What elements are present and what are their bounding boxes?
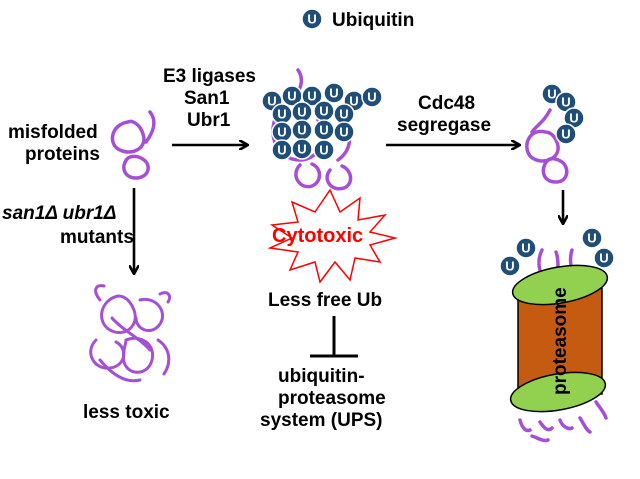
ubiquitin-symbol: U xyxy=(297,105,306,120)
protein-aggregate-icon xyxy=(89,284,172,383)
ubiquitin-symbol: U xyxy=(547,87,556,102)
ubiquitin-symbol: U xyxy=(349,94,358,109)
ubiquitin-icon: U xyxy=(499,255,521,277)
e3-label-2: San1 xyxy=(184,88,230,109)
ubiquitin-icon: U xyxy=(271,121,293,143)
ubiquitin-symbol: U xyxy=(277,125,286,140)
legend-label: Ubiquitin xyxy=(332,10,414,31)
e3-label-1: E3 ligases xyxy=(163,66,256,87)
ubiquitin-symbol: U xyxy=(599,251,608,266)
ubiquitin-symbol: U xyxy=(287,89,296,104)
ubiquitin-symbol: U xyxy=(319,143,328,158)
ubiquitin-icon: U xyxy=(281,85,303,107)
ubiquitin-symbol: U xyxy=(307,89,316,104)
ubiquitin-symbol: U xyxy=(277,107,286,122)
ubiquitin-icon: U xyxy=(361,86,383,108)
ubiquitin-icon: U xyxy=(555,123,577,145)
ubiquitin-symbol: U xyxy=(297,142,306,157)
ubiquitin-symbol: U xyxy=(339,107,348,122)
starburst-icon xyxy=(267,188,398,284)
proteasome-label: proteasome xyxy=(550,287,571,395)
ubiquitin-icon: U xyxy=(313,139,335,161)
ubiquitin-icon: U xyxy=(271,103,293,125)
ubiquitin-symbol: U xyxy=(329,86,338,101)
misfolded-label-2: proteins xyxy=(25,144,100,165)
ubiquitin-symbol: U xyxy=(307,12,316,27)
ubiquitin-symbol: U xyxy=(319,104,328,119)
ubiquitin-icon: U xyxy=(301,8,323,30)
ubiquitin-symbol: U xyxy=(367,90,376,105)
less-toxic-label: less toxic xyxy=(83,402,170,423)
ubiquitin-icon: U xyxy=(323,82,345,104)
legend: U Ubiquitin xyxy=(301,8,414,31)
misfolded-protein-icon xyxy=(110,110,156,180)
less-free-ub-label: Less free Ub xyxy=(268,290,382,311)
ubiquitin-symbol: U xyxy=(561,127,570,142)
cdc48-label-2: segregase xyxy=(397,115,491,136)
ubiquitin-icon: U xyxy=(301,85,323,107)
ubiquitin-icon: U xyxy=(333,121,355,143)
ups-label-3: system (UPS) xyxy=(260,410,383,431)
mutants-label-1: san1Δ ubr1Δ xyxy=(2,203,117,224)
ubiquitin-symbol: U xyxy=(521,241,530,256)
ubiquitin-symbol: U xyxy=(267,94,276,109)
ubiquitin-icon: U xyxy=(593,247,615,269)
ups-label-1: ubiquitin- xyxy=(278,366,365,387)
peptide-fragments xyxy=(518,400,608,443)
ubiquitin-symbol: U xyxy=(587,231,596,246)
ubiquitin-icon: U xyxy=(271,139,293,161)
ubiquitin-symbol: U xyxy=(319,123,328,138)
ubiquitin-icon: U xyxy=(291,119,313,141)
ubiquitin-icon: U xyxy=(581,227,603,249)
ubiquitin-icon: U xyxy=(313,100,335,122)
ubiquitin-icon: U xyxy=(515,237,537,259)
cytotoxic-label: Cytotoxic xyxy=(272,225,363,247)
mutants-label-2: mutants xyxy=(60,227,134,248)
ubiquitin-icon: U xyxy=(301,8,323,30)
ups-label-2: proteasome xyxy=(278,388,386,409)
e3-label-3: Ubr1 xyxy=(187,110,231,131)
ubiquitin-icon: U xyxy=(333,103,355,125)
ubiquitin-symbol: U xyxy=(297,123,306,138)
misfolded-label-1: misfolded xyxy=(8,122,98,143)
ubiquitin-symbol: U xyxy=(505,259,514,274)
ubiquitin-symbol: U xyxy=(277,143,286,158)
ubiquitin-symbol: U xyxy=(339,125,348,140)
cdc48-label-1: Cdc48 xyxy=(418,93,475,114)
ubiquitin-icon: U xyxy=(313,119,335,141)
ubiquitin-icon: U xyxy=(291,101,313,123)
ubiquitin-symbol: U xyxy=(569,111,578,126)
ubiquitin-symbol: U xyxy=(561,95,570,110)
ubiquitin-icon: U xyxy=(291,138,313,160)
